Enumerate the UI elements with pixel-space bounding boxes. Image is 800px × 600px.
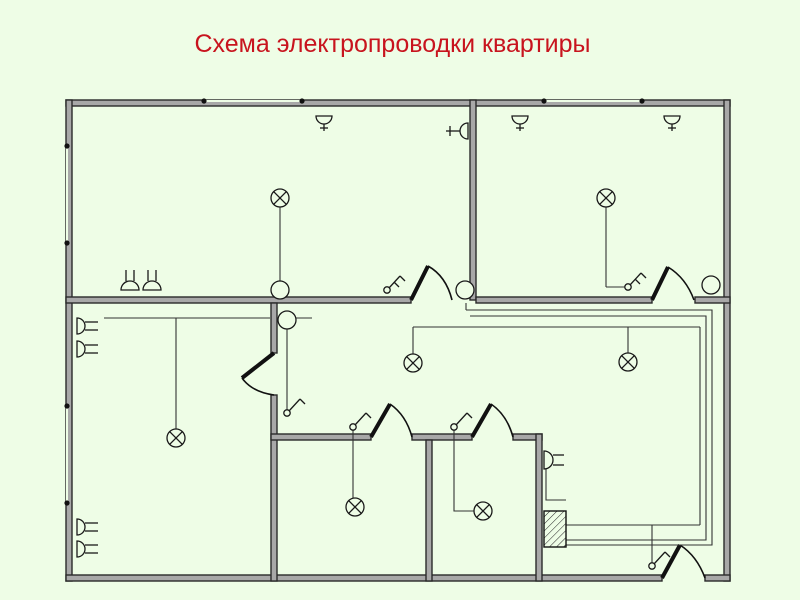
socket-icon-room2-top-right xyxy=(663,115,681,131)
bath-wall-top-b xyxy=(411,433,473,441)
door-room2 xyxy=(650,266,695,301)
socket-icon-bedroom-lower-b xyxy=(76,540,98,558)
lamp-icon-room2 xyxy=(596,188,616,208)
door-toilet xyxy=(470,403,514,438)
ceiling-lamps xyxy=(166,188,638,521)
doors xyxy=(240,265,706,579)
switches xyxy=(283,272,671,570)
socket-icon-hall-right xyxy=(543,450,564,470)
window-left-upper xyxy=(64,143,70,246)
lamp-icon-hall-right xyxy=(618,352,638,372)
switch-icon-bathroom xyxy=(349,412,372,431)
windows xyxy=(64,98,645,506)
inner-wall-horizontal-right xyxy=(694,296,731,304)
wire-toilet-lamp xyxy=(453,427,474,512)
socket-icon-room1-right xyxy=(446,122,469,140)
wiring xyxy=(104,207,713,565)
junction-box-icon-room1-door xyxy=(455,280,475,300)
socket-icon-bedroom-upper-a xyxy=(76,317,98,335)
window-top-right xyxy=(541,98,645,104)
junction-boxes xyxy=(270,275,721,330)
socket-icon-bedroom-upper-b xyxy=(76,340,98,358)
socket-icon-room1-bottom-a xyxy=(120,270,140,291)
sockets xyxy=(76,115,681,558)
bath-wall-right xyxy=(535,433,543,582)
outer-wall-bottom-right xyxy=(704,574,731,582)
bath-wall-top-a xyxy=(270,433,372,441)
outer-wall-right xyxy=(723,99,731,582)
lamp-icon-toilet xyxy=(473,501,493,521)
inner-wall-vertical-hall-upper xyxy=(270,302,278,354)
switch-icon-room2 xyxy=(624,272,647,291)
door-entrance xyxy=(660,544,706,579)
lamp-icon-hall-left xyxy=(403,353,423,373)
switch-icon-hall xyxy=(283,398,306,417)
junction-box-icon-hall xyxy=(277,310,297,330)
inner-wall-horizontal-left xyxy=(65,296,412,304)
inner-wall-vertical-hall-lower xyxy=(270,394,278,582)
inner-wall-vertical-top xyxy=(469,99,477,301)
bath-wall-divider xyxy=(425,439,433,582)
window-left-lower xyxy=(64,403,70,506)
junction-box-icon-room1 xyxy=(270,280,290,300)
socket-icon-room2-top-left xyxy=(511,115,529,131)
inner-wall-horizontal-middle xyxy=(475,296,653,304)
window-top-left xyxy=(201,98,305,104)
socket-icon-room1-bottom-b xyxy=(142,270,162,291)
switch-icon-entrance xyxy=(648,551,671,570)
lamp-icon-bathroom xyxy=(345,497,365,517)
door-room1 xyxy=(409,265,453,301)
diagram-title: Схема электропроводки квартиры xyxy=(194,30,591,58)
socket-icon-bedroom-lower-a xyxy=(76,518,98,536)
distribution-panel-icon xyxy=(543,510,567,548)
lamp-icon-bedroom xyxy=(166,428,186,448)
socket-icon-room1-top xyxy=(315,115,333,131)
walls xyxy=(65,99,731,582)
junction-box-icon-room2-door xyxy=(701,275,721,295)
switch-icon-toilet xyxy=(450,412,473,431)
door-bedroom xyxy=(240,351,276,396)
lamp-icon-room1 xyxy=(270,188,290,208)
outer-wall-bottom-left xyxy=(65,574,663,582)
door-bathroom xyxy=(369,403,413,438)
switch-icon-room1 xyxy=(383,275,406,294)
